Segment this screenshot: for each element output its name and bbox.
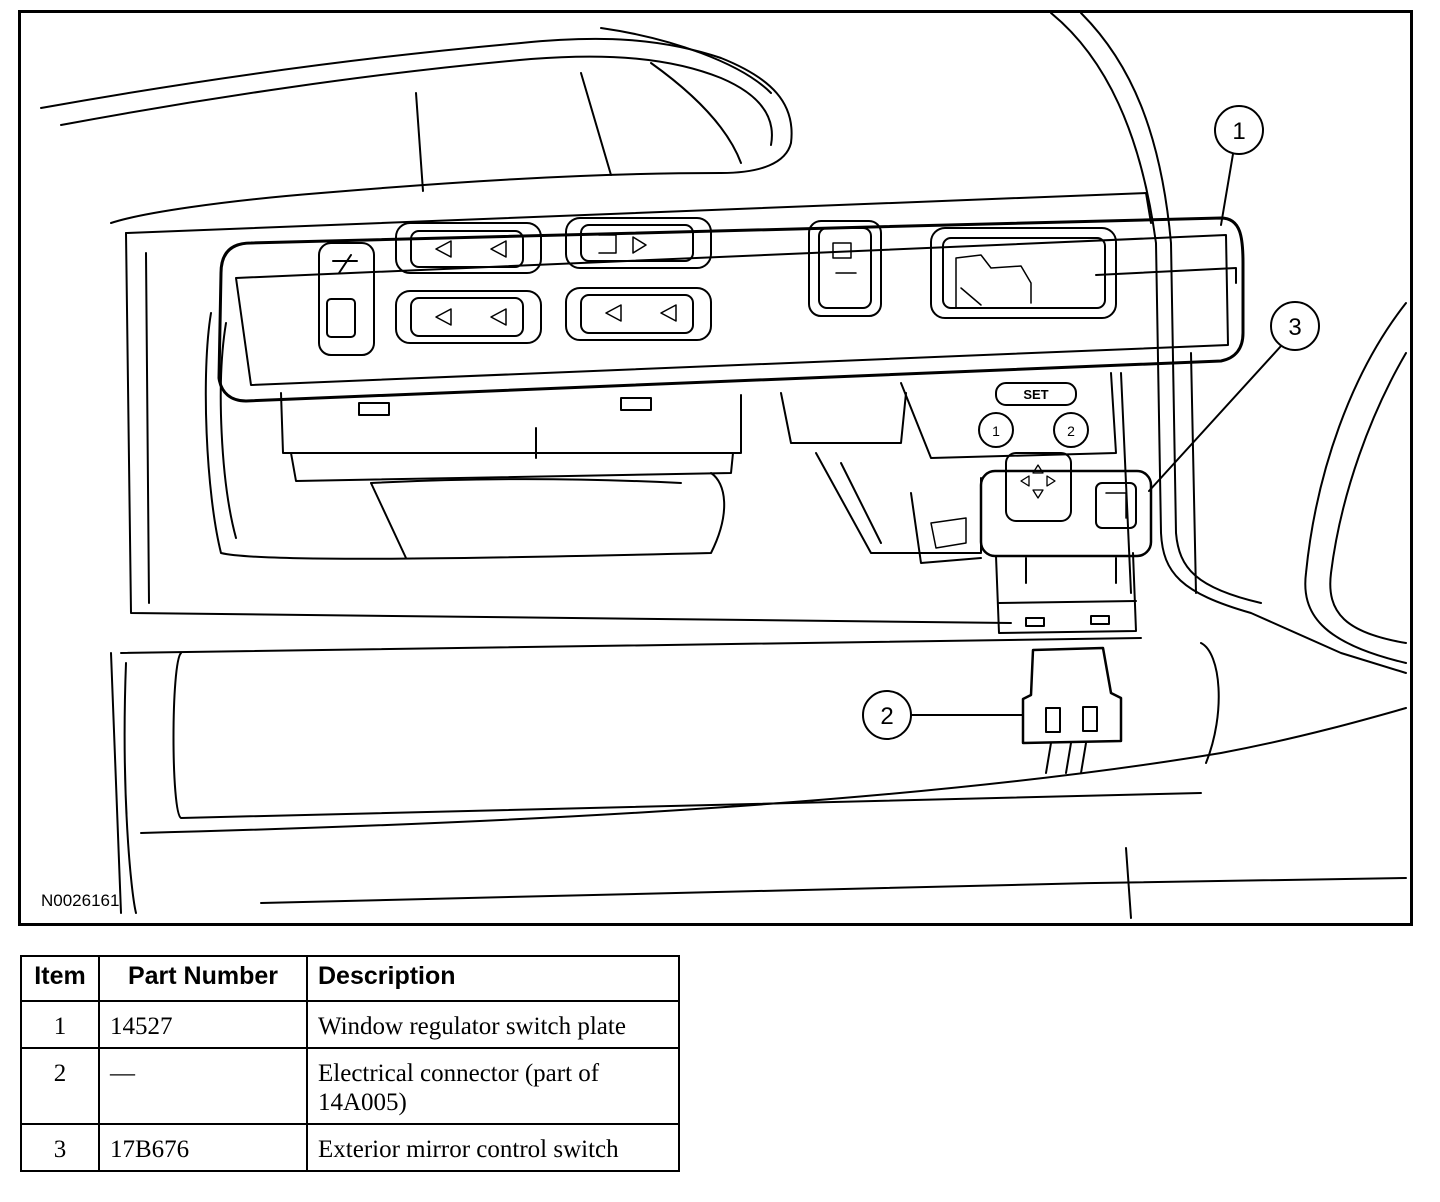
legend-row: 3 17B676 Exterior mirror control switch <box>20 1123 680 1172</box>
legend-row: 2 — Electrical connector (part of 14A005… <box>20 1047 680 1125</box>
door-trim-illustration: SET 1 2 <box>40 13 1407 919</box>
callout-3-number: 3 <box>1288 314 1301 341</box>
callout-1: 1 <box>1214 105 1264 226</box>
electrical-connector <box>1021 646 1123 774</box>
memory-1-label: 1 <box>992 423 1000 439</box>
figure-id: N0026161 <box>41 891 120 910</box>
armrest-pull-handle <box>40 27 793 224</box>
header-item: Item <box>20 955 100 1002</box>
callout-1-number: 1 <box>1232 118 1245 145</box>
callout-3: 3 <box>1148 301 1320 492</box>
legend-item: 2 <box>20 1047 100 1125</box>
legend-part-number: 17B676 <box>98 1123 308 1172</box>
legend-description: Electrical connector (part of 14A005) <box>306 1047 680 1125</box>
exterior-mirror-control-switch <box>979 452 1153 634</box>
legend-description: Exterior mirror control switch <box>306 1123 680 1172</box>
callout-2-number: 2 <box>880 703 893 730</box>
memory-2-label: 2 <box>1067 423 1075 439</box>
parts-legend-table: Item Part Number Description 1 14527 Win… <box>20 955 680 1172</box>
door-pocket <box>204 312 726 560</box>
legend-item: 1 <box>20 1000 100 1049</box>
header-description: Description <box>306 955 680 1002</box>
legend-header-row: Item Part Number Description <box>20 955 680 1002</box>
header-part-number: Part Number <box>98 955 308 1002</box>
door-panel-outline <box>110 13 1407 919</box>
legend-part-number: — <box>98 1047 308 1125</box>
callout-2: 2 <box>862 690 1024 740</box>
legend-row: 1 14527 Window regulator switch plate <box>20 1000 680 1049</box>
diagram-frame: SET 1 2 <box>18 10 1413 926</box>
legend-description: Window regulator switch plate <box>306 1000 680 1049</box>
window-regulator-switch-plate <box>217 216 1245 482</box>
set-button-label: SET <box>1023 387 1048 402</box>
legend-item: 3 <box>20 1123 100 1172</box>
legend-part-number: 14527 <box>98 1000 308 1049</box>
